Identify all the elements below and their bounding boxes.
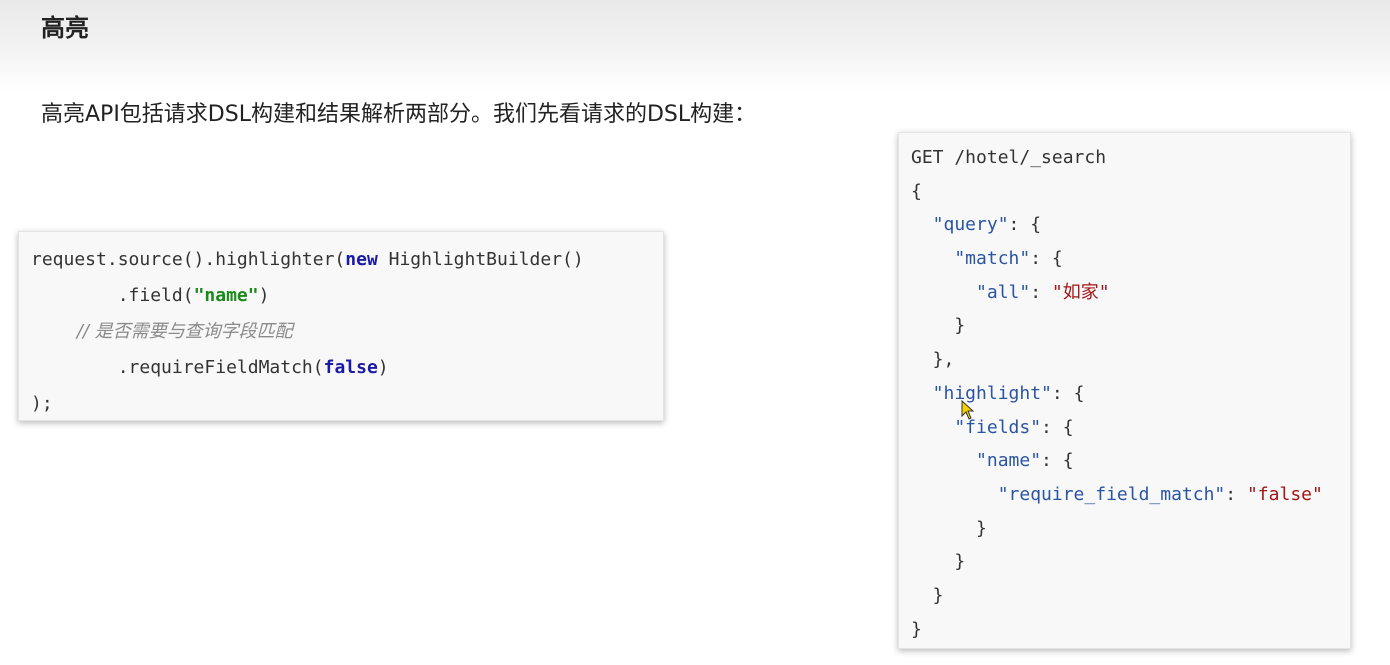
code-line: } [911,579,1350,613]
code-line: GET /hotel/_search [911,141,1350,175]
code-comment: // 是否需要与查询字段匹配 [31,321,293,342]
java-code-block: request.source().highlighter(new Highlig… [18,231,664,421]
json-key: "require_field_match" [911,483,1226,505]
json-key: "query" [911,214,1009,236]
code-line: { [911,175,1350,209]
code-text: request.source().highlighter( [31,249,346,270]
code-line: request.source().highlighter(new Highlig… [31,242,663,278]
code-line: "query": { [911,208,1350,242]
code-text: HighlightBuilder() [377,249,584,270]
code-text: { [911,180,922,202]
code-line: "all": "如家" [911,276,1350,310]
code-line: "require_field_match": "false" [911,478,1350,512]
code-text: .field( [31,285,194,306]
json-value: "false" [1246,483,1323,505]
dsl-code-block: GET /hotel/_search { "query": { "match":… [898,132,1351,649]
code-text: : { [1051,382,1085,404]
json-key: "fields" [911,416,1042,438]
code-line: ); [31,386,663,422]
slide-title: 高亮 [41,14,89,42]
code-text: : { [1041,416,1074,438]
code-text: .requireFieldMatch( [31,357,324,378]
code-text: }, [911,349,955,371]
code-line: } [911,309,1350,343]
header-band [0,0,1390,92]
request-line: GET /hotel/_search [911,147,1107,168]
string-literal: "name" [193,285,259,306]
code-line: } [911,512,1350,546]
code-text: ); [31,393,53,414]
code-text: ) [258,285,270,306]
code-text: : [1225,483,1247,505]
code-line: "name": { [911,444,1350,478]
code-line: } [911,545,1350,579]
code-line: "match": { [911,242,1350,276]
code-text: } [911,584,944,606]
json-value: "如家" [1051,281,1110,303]
code-line: "fields": { [911,411,1350,445]
code-line: .field("name") [31,278,663,314]
code-line: // 是否需要与查询字段匹配 [31,314,663,350]
code-line: "highlight": { [911,377,1350,411]
json-key: "match" [911,248,1031,270]
code-text: : [1030,281,1052,303]
code-text: : { [1030,248,1063,270]
json-key: "name" [911,450,1042,472]
code-line: }, [911,343,1350,377]
code-text: } [911,517,987,539]
mouse-cursor-icon [961,400,975,420]
code-text: } [911,618,922,640]
code-line: .requireFieldMatch(false) [31,350,663,386]
keyword-new: new [345,249,378,270]
code-text: : { [1008,214,1042,236]
code-line: } [911,613,1350,647]
code-text: } [911,551,966,573]
keyword-false: false [323,357,378,378]
json-key: "all" [911,281,1031,303]
json-key: "highlight" [911,382,1052,404]
code-text: } [911,315,966,337]
code-text: : { [1041,450,1074,472]
code-text: ) [377,357,389,378]
intro-text: 高亮API包括请求DSL构建和结果解析两部分。我们先看请求的DSL构建： [41,102,757,127]
